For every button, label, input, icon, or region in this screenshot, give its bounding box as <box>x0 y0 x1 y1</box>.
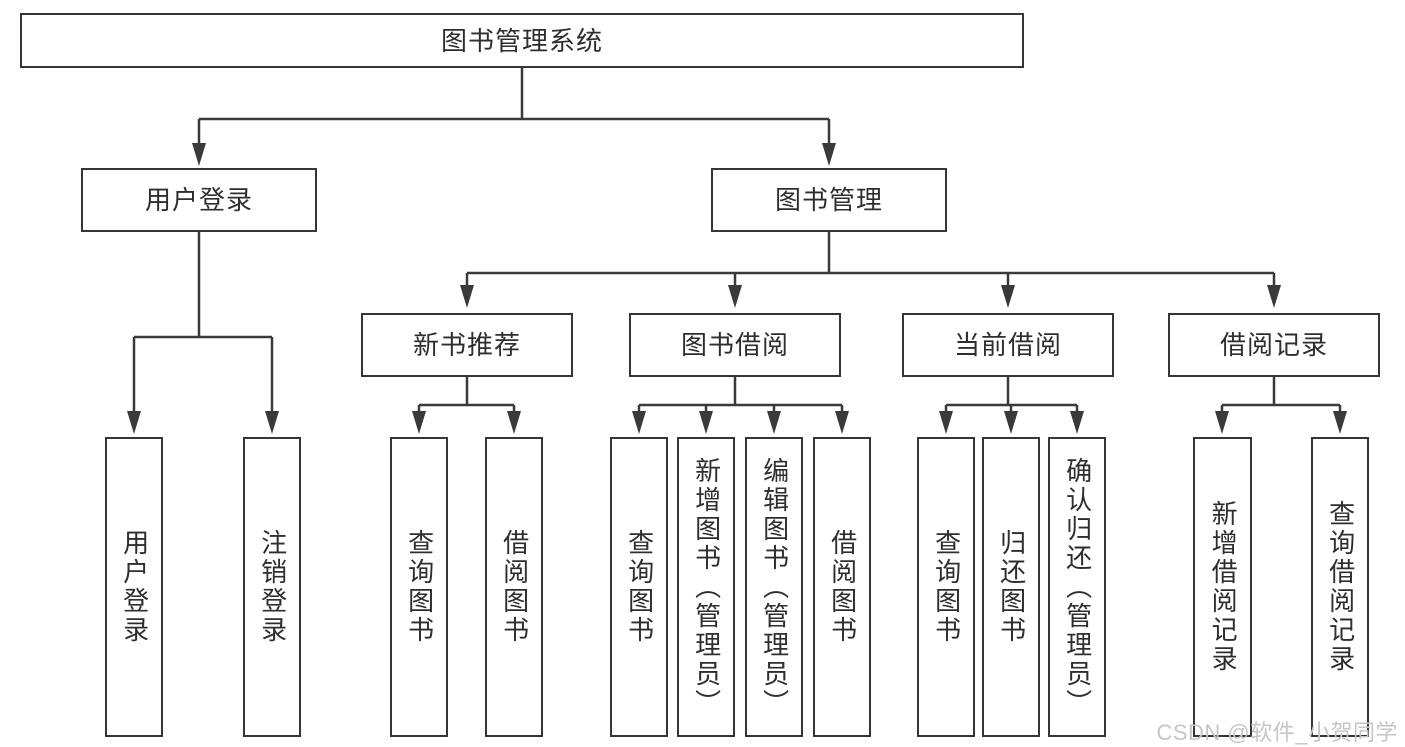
node-current-borrowing-label: 当前借阅 <box>953 330 1062 360</box>
node-user-login-label: 用户登录 <box>144 185 253 215</box>
node-new-book-recommendation: 新书推荐 <box>361 313 573 377</box>
leaf-logout: 注销登录 <box>243 437 301 737</box>
leaf-add-borrow-record-label: 新增借阅记录 <box>1208 500 1239 674</box>
leaf-query-borrow-record: 查询借阅记录 <box>1311 437 1369 737</box>
node-current-borrowing: 当前借阅 <box>902 313 1114 377</box>
node-library-management-system-label: 图书管理系统 <box>440 25 603 56</box>
leaf-query-borrow-record-label: 查询借阅记录 <box>1325 500 1356 674</box>
leaf-query-book-current-label: 查询图书 <box>931 529 962 645</box>
leaf-confirm-return-admin-label: 确认归还（管理员） <box>1062 456 1093 718</box>
leaf-query-book-recommend: 查询图书 <box>390 437 448 737</box>
leaf-add-book-admin: 新增图书（管理员） <box>677 437 735 737</box>
node-borrowing-records-label: 借阅记录 <box>1219 330 1328 360</box>
leaf-add-borrow-record: 新增借阅记录 <box>1193 437 1252 737</box>
leaf-add-book-admin-label: 新增图书（管理员） <box>691 456 722 718</box>
leaf-user-login-label: 用户登录 <box>119 529 150 645</box>
node-new-book-recommendation-label: 新书推荐 <box>412 330 521 360</box>
leaf-logout-label: 注销登录 <box>257 529 288 645</box>
leaf-edit-book-admin-label: 编辑图书（管理员） <box>759 456 790 718</box>
leaf-return-book-label: 归还图书 <box>996 529 1027 645</box>
node-user-login: 用户登录 <box>81 168 317 232</box>
leaf-borrow-book-recommend-label: 借阅图书 <box>499 529 530 645</box>
leaf-return-book: 归还图书 <box>982 437 1040 737</box>
leaf-borrow-book-recommend: 借阅图书 <box>485 437 543 737</box>
node-borrowing-records: 借阅记录 <box>1168 313 1380 377</box>
leaf-query-book-borrowing-label: 查询图书 <box>624 529 655 645</box>
leaf-query-book-borrowing: 查询图书 <box>610 437 668 737</box>
node-book-management-label: 图书管理 <box>774 185 883 215</box>
leaf-query-book-current: 查询图书 <box>917 437 975 737</box>
leaf-borrow-book-borrowing-label: 借阅图书 <box>827 529 858 645</box>
node-book-borrowing: 图书借阅 <box>629 313 841 377</box>
node-book-management: 图书管理 <box>711 168 947 232</box>
leaf-edit-book-admin: 编辑图书（管理员） <box>745 437 803 737</box>
leaf-user-login: 用户登录 <box>105 437 163 737</box>
leaf-borrow-book-borrowing: 借阅图书 <box>813 437 871 737</box>
node-book-borrowing-label: 图书借阅 <box>680 330 789 360</box>
node-library-management-system: 图书管理系统 <box>20 13 1024 68</box>
leaf-confirm-return-admin: 确认归还（管理员） <box>1048 437 1106 737</box>
leaf-query-book-recommend-label: 查询图书 <box>404 529 435 645</box>
watermark-csdn: CSDN @软件_小贺同学 <box>1156 720 1398 745</box>
